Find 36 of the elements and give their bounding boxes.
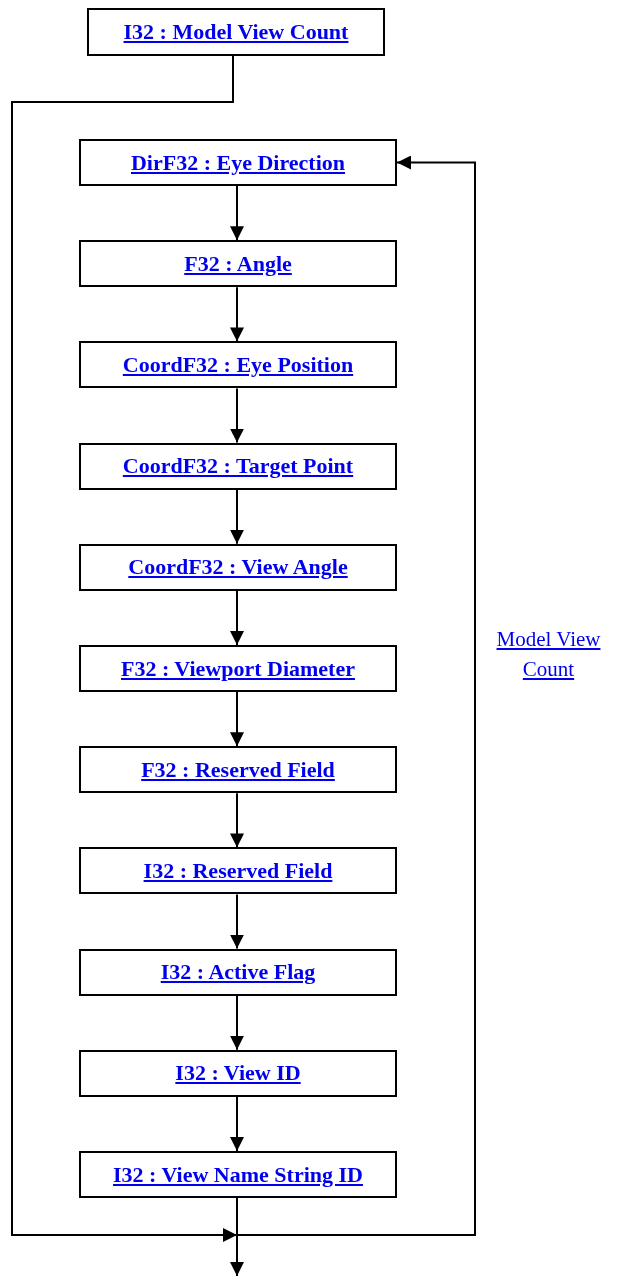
process-box — [79, 1049, 397, 1097]
field-label: F32 : Reserved Field — [141, 756, 335, 783]
field-label: I32 : View ID — [175, 1060, 301, 1087]
process-box — [79, 341, 397, 389]
arrow — [230, 994, 244, 1051]
process-box — [87, 8, 385, 56]
process-box — [79, 543, 397, 591]
field-label: I32 : View Name String ID — [113, 1161, 363, 1188]
arrow — [230, 185, 244, 242]
process-box — [79, 139, 397, 186]
field-label: CoordF32 : Eye Position — [122, 351, 354, 378]
field-label: I32 : Reserved Field — [143, 857, 333, 884]
process-box — [79, 442, 397, 490]
arrow — [11, 55, 238, 1242]
process-box — [79, 746, 397, 794]
arrow — [230, 488, 244, 545]
arrow — [230, 387, 244, 444]
process-box — [79, 645, 397, 692]
field-label: DirF32 : Eye Direction — [130, 149, 345, 176]
process-box — [79, 1151, 397, 1198]
arrow — [230, 691, 244, 748]
field-label: CoordF32 : Target Point — [122, 453, 354, 480]
arrow — [230, 1095, 244, 1152]
arrow — [230, 589, 244, 646]
process-box — [79, 847, 397, 895]
process-box — [79, 240, 397, 288]
field-label: I32 : Active Flag — [160, 959, 316, 986]
field-label: I32 : Model View Count — [123, 19, 349, 45]
field-label: F32 : Viewport Diameter — [121, 655, 355, 682]
arrow — [236, 155, 476, 1236]
arrow — [230, 286, 244, 343]
field-label: F32 : Angle — [184, 250, 292, 277]
arrow — [230, 792, 244, 849]
arrow — [230, 893, 244, 950]
process-box — [79, 948, 397, 996]
field-label: CoordF32 : View Angle — [128, 554, 348, 581]
